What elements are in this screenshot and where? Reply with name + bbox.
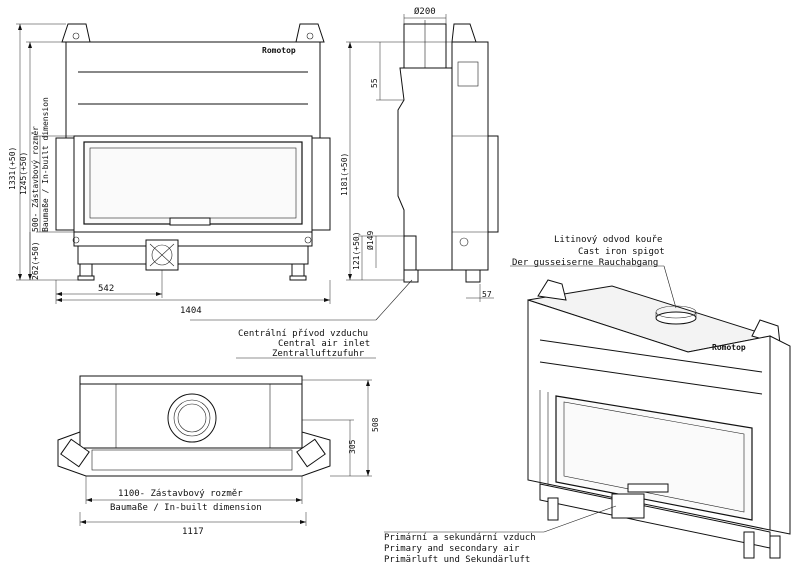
- side-dim-inlet-height: 121(+50): [352, 231, 361, 270]
- front-upper-panel: [65, 41, 321, 139]
- top-flue-inner: [173, 399, 211, 437]
- isometric-view: Romotop: [527, 279, 791, 559]
- side-rear-panel: [487, 135, 499, 233]
- top-flue-outer: [167, 393, 217, 443]
- front-base-frame: [77, 245, 309, 265]
- front-dim-center: 542: [98, 284, 114, 294]
- top-dim-builtin-1: 1100- Zástavbový rozměr: [118, 489, 243, 499]
- side-body: [451, 41, 489, 271]
- front-left-column: [55, 137, 75, 231]
- front-dim-builtin-1: 500- Zástavbový rozměr: [31, 126, 40, 232]
- iso-handle: [627, 483, 669, 493]
- top-dim-builtin-2: Baumaße / In-built dimension: [110, 503, 262, 513]
- front-dim-total-height: 1331(+50): [8, 147, 17, 190]
- side-air-inlet: [403, 235, 417, 271]
- top-dim-depth-1: 508: [371, 417, 380, 432]
- top-view: 508 305 1100- Zástavbový rozměr Baumaße …: [57, 375, 380, 537]
- iso-brand-logo: Romotop: [712, 343, 746, 352]
- front-door-handle: [169, 217, 211, 226]
- iso-right-foot: [743, 531, 755, 559]
- label-spigot-en: Cast iron spigot: [578, 247, 665, 257]
- label-air-inlet-de: Zentralluftzufuhr: [272, 349, 365, 359]
- top-dim-total: 1117: [182, 527, 204, 537]
- side-dim-inlet-diameter: Ø149: [365, 231, 375, 250]
- front-dim-bottom: 262(+50): [31, 241, 40, 280]
- top-right-boss: [296, 438, 326, 468]
- iso-left-foot: [547, 497, 559, 521]
- label-air-inlet-cz: Centrální přívod vzduchu: [238, 329, 368, 339]
- top-front-frame: [57, 431, 331, 477]
- side-view: Ø200 55 1181(+50) 121(+50) Ø149 57: [340, 6, 499, 302]
- label-primary-en: Primary and secondary air: [384, 544, 520, 554]
- top-left-boss: [60, 438, 90, 468]
- top-dim-depth-2: 305: [348, 439, 357, 454]
- spigot-callout: Litinový odvod kouře Cast iron spigot De…: [510, 235, 677, 309]
- front-air-inlet-circle: [151, 244, 173, 266]
- label-spigot-de: Der gusseiserne Rauchabgang: [512, 258, 658, 268]
- label-air-inlet-en: Central air inlet: [278, 339, 370, 349]
- side-dim-foot: 57: [482, 290, 492, 299]
- side-front-foot: [403, 269, 419, 283]
- front-brand-logo: Romotop: [262, 46, 296, 55]
- label-primary-de: Primärluft und Sekundärluft: [384, 555, 530, 565]
- side-rear-foot: [465, 269, 481, 283]
- side-inlet-circle: [459, 237, 469, 247]
- front-glass-window: [83, 141, 303, 225]
- primary-air-callout: Primární a sekundární vzduch Primary and…: [384, 505, 617, 565]
- air-inlet-callout: Centrální přívod vzduchu Central air inl…: [190, 279, 413, 359]
- top-rear-edge: [79, 375, 303, 385]
- side-dim-height: 1181(+50): [340, 153, 349, 196]
- side-dim-flue-diameter: Ø200: [414, 6, 436, 17]
- side-top-boss: [451, 23, 477, 43]
- front-view: Romotop 1404 542: [8, 23, 331, 316]
- iso-rear-foot: [769, 535, 781, 559]
- front-dim-height-2: 1245(+50): [19, 152, 28, 195]
- side-dim-top: 55: [370, 78, 379, 88]
- iso-left-boss: [537, 279, 567, 301]
- iso-right-side: [769, 335, 791, 535]
- label-primary-cz: Primární a sekundární vzduch: [384, 533, 536, 543]
- front-dim-width: 1404: [180, 306, 202, 316]
- front-right-column: [311, 137, 331, 231]
- front-base-plinth: [73, 231, 313, 247]
- front-dim-builtin-2: Baumaße / In-built dimension: [41, 97, 50, 232]
- iso-air-control: [611, 493, 645, 519]
- label-spigot-cz: Litinový odvod kouře: [554, 235, 662, 245]
